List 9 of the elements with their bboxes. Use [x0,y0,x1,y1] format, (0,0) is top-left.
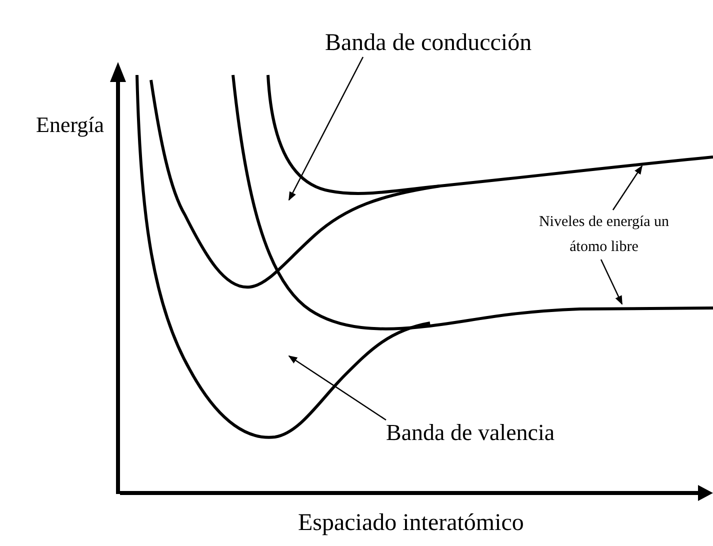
leader-line [288,56,364,201]
band-label: Banda de valencia [386,420,555,446]
band-label: Banda de conducción [325,30,532,57]
leader-line [288,355,386,421]
axis-label: Energía [36,112,104,138]
leader-line [612,165,643,210]
axis-label: Espaciado interatómico [298,510,524,537]
band-label: Niveles de energía un átomo libre [535,210,673,260]
leader-line [600,259,623,305]
